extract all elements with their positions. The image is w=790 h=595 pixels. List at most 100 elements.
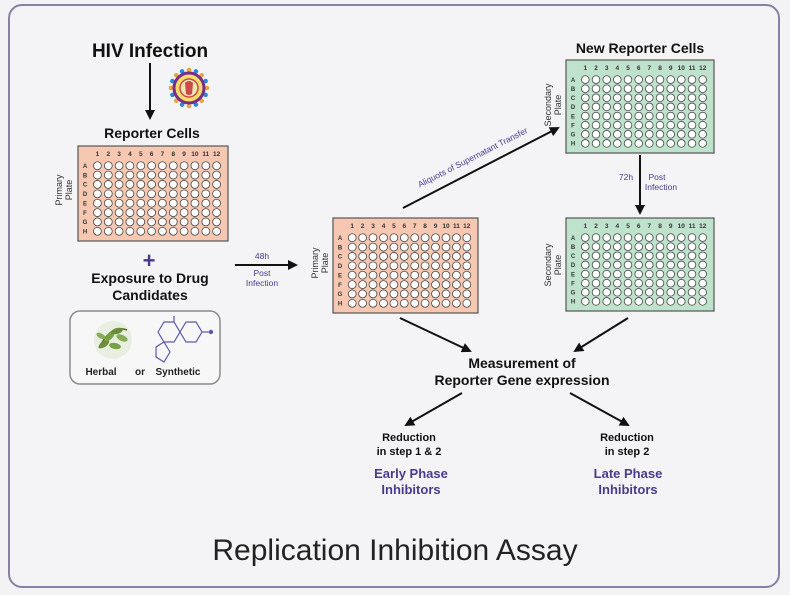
plate-well bbox=[655, 75, 665, 84]
plate-well bbox=[698, 269, 707, 279]
plate-well bbox=[591, 130, 601, 139]
plate-well bbox=[420, 261, 430, 271]
plate-well bbox=[581, 84, 590, 93]
plate-column-label: 12 bbox=[463, 223, 471, 230]
plate-well bbox=[136, 198, 146, 208]
plate-well bbox=[687, 251, 697, 261]
plate-column-label: 10 bbox=[442, 223, 450, 230]
plate-column-label: 9 bbox=[669, 65, 673, 72]
plate-well bbox=[147, 217, 156, 227]
plate-well bbox=[687, 297, 697, 306]
plate-well bbox=[581, 297, 590, 306]
plate-well bbox=[452, 270, 461, 280]
plate-well bbox=[158, 217, 167, 227]
plate-well bbox=[136, 161, 146, 171]
plate-well bbox=[655, 251, 665, 261]
plate-column-label: 2 bbox=[361, 223, 365, 230]
plate-well bbox=[666, 130, 675, 139]
synthetic-label: Synthetic bbox=[155, 367, 200, 378]
plate-well bbox=[677, 242, 686, 251]
plate-well bbox=[677, 260, 686, 270]
virus-icon bbox=[168, 67, 210, 109]
plate-well bbox=[358, 298, 367, 308]
plate-well bbox=[634, 242, 643, 251]
plate-well bbox=[687, 111, 697, 121]
plate-well bbox=[168, 198, 178, 208]
plate-well bbox=[368, 261, 378, 271]
plate-well bbox=[677, 139, 686, 148]
plate-well bbox=[399, 252, 409, 261]
plate-well bbox=[602, 139, 611, 148]
plate-well bbox=[103, 208, 113, 217]
plate-well bbox=[634, 260, 643, 270]
plate-well bbox=[634, 269, 643, 279]
plate-well bbox=[379, 242, 388, 252]
early-phase-line-2: Inhibitors bbox=[381, 482, 440, 497]
secondary-plate-side-label-1: Secondary Plate bbox=[543, 83, 563, 127]
plate-well bbox=[634, 288, 643, 297]
plate-well bbox=[698, 139, 707, 148]
plate-row-label: D bbox=[571, 105, 576, 111]
plate-row-label: A bbox=[571, 236, 576, 242]
reduction-left-line-1: Reduction bbox=[382, 432, 436, 444]
plate-column-label: 6 bbox=[150, 151, 154, 158]
plate-well bbox=[158, 161, 167, 171]
plate-well bbox=[168, 170, 178, 180]
plate-well bbox=[677, 111, 686, 121]
plate-well bbox=[623, 269, 633, 279]
plate-well bbox=[190, 217, 200, 227]
plate-column-label: 4 bbox=[382, 223, 386, 230]
plate-column-label: 8 bbox=[658, 65, 662, 72]
plate-column-label: 8 bbox=[658, 223, 662, 230]
plate-well bbox=[212, 189, 221, 199]
plate-well bbox=[687, 278, 697, 288]
plate-well bbox=[655, 269, 665, 279]
plate-well bbox=[358, 242, 367, 252]
plate-well bbox=[687, 242, 697, 251]
plate-well bbox=[602, 260, 611, 270]
plate-well bbox=[93, 161, 102, 171]
plate-well bbox=[613, 269, 622, 279]
plate-well bbox=[655, 93, 665, 103]
plate-well bbox=[190, 198, 200, 208]
plate-well bbox=[591, 260, 601, 270]
plate-column-label: 12 bbox=[699, 223, 707, 230]
plate-well bbox=[677, 297, 686, 306]
plate-well bbox=[677, 102, 686, 112]
plate-column-label: 2 bbox=[106, 151, 110, 158]
plate-row-label: F bbox=[83, 211, 87, 217]
plate-well bbox=[677, 288, 686, 297]
arrow-72h-label-2: Post bbox=[648, 172, 666, 182]
plate-well bbox=[698, 260, 707, 270]
plate-well bbox=[114, 226, 124, 236]
plate-well bbox=[93, 198, 102, 208]
plate-row-label: C bbox=[83, 183, 88, 189]
plate-well bbox=[93, 226, 102, 236]
plate-well bbox=[179, 170, 189, 180]
plate-row-label: G bbox=[338, 292, 343, 298]
plate-well bbox=[613, 130, 622, 139]
arrow-to-early-phase bbox=[404, 392, 463, 426]
plate-row-label: D bbox=[338, 264, 343, 270]
plate-well bbox=[410, 261, 420, 271]
plate-well bbox=[698, 93, 707, 103]
plate-well bbox=[114, 161, 124, 171]
plate-well bbox=[602, 130, 611, 139]
plate-well bbox=[613, 75, 622, 84]
plate-well bbox=[687, 84, 697, 93]
plate-well bbox=[125, 161, 135, 171]
plate-well bbox=[379, 298, 388, 308]
arrow-72h-label-1: 72h bbox=[619, 172, 633, 182]
plate-well bbox=[114, 217, 124, 227]
plate-well bbox=[431, 289, 440, 299]
plate-well bbox=[634, 75, 643, 84]
plate-well bbox=[103, 226, 113, 236]
plate-well bbox=[677, 93, 686, 103]
plate-well bbox=[158, 189, 167, 199]
or-label: or bbox=[135, 367, 145, 378]
plate-well bbox=[591, 251, 601, 261]
plate-well bbox=[420, 233, 430, 243]
reporter-cells-label: Reporter Cells bbox=[104, 125, 200, 141]
reduction-right-line-2: in step 2 bbox=[605, 446, 650, 458]
plate-well bbox=[645, 297, 654, 306]
